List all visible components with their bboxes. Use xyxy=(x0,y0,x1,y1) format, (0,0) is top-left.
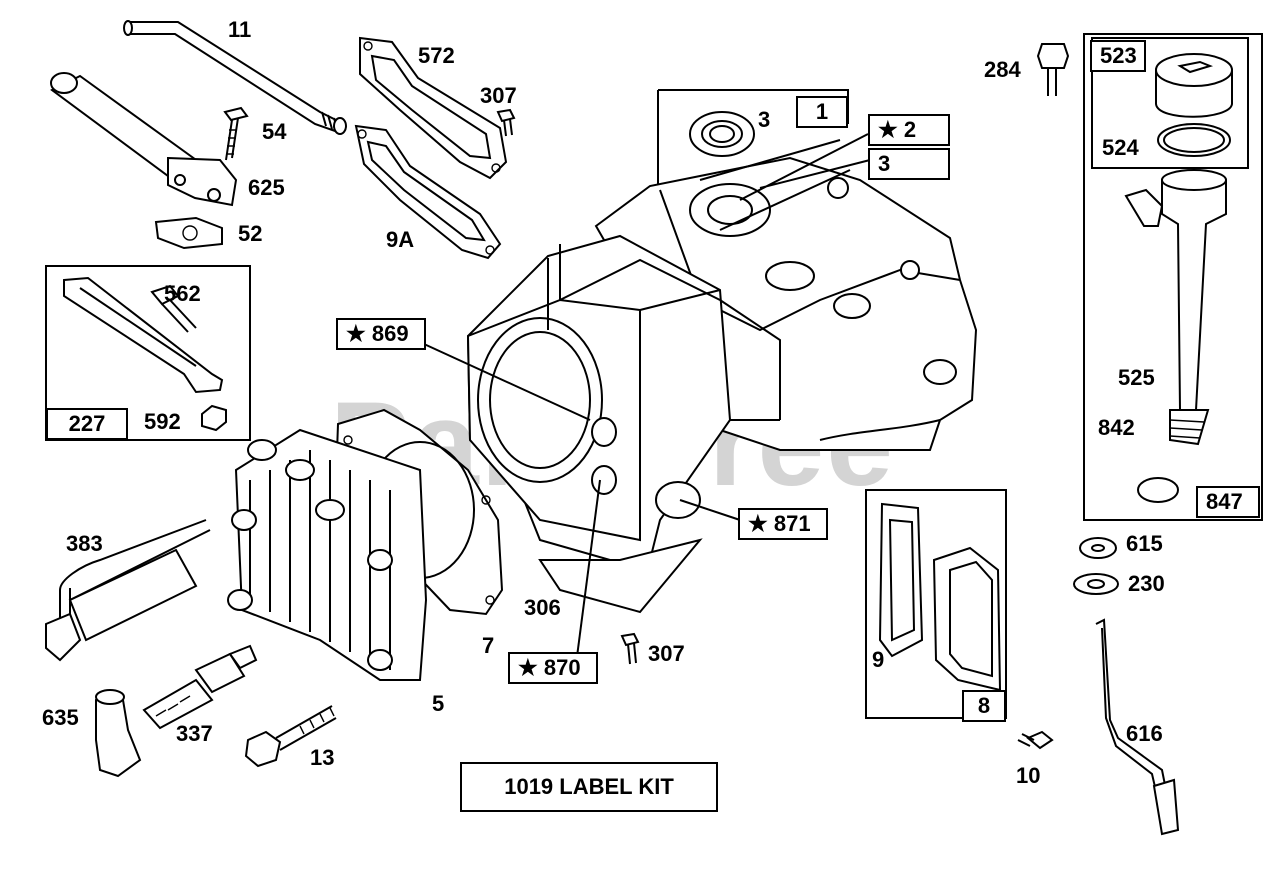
screw-54-part xyxy=(223,106,249,161)
label-635: 635 xyxy=(42,705,79,730)
label-615: 615 xyxy=(1126,531,1163,556)
crankcase-part xyxy=(594,139,978,451)
box-label-1: 1 xyxy=(796,96,848,128)
box-label-3: 3 xyxy=(868,148,950,180)
box-label-2: ★ 2 xyxy=(868,114,950,146)
star-icon: ★ xyxy=(748,511,768,536)
label-7: 7 xyxy=(482,633,495,658)
label-11: 11 xyxy=(228,17,252,42)
governor-lever-227-part xyxy=(63,276,227,432)
cylinder-head-5-part xyxy=(227,428,428,681)
label-524: 524 xyxy=(1102,135,1139,160)
spark-plug-boot-635-part xyxy=(95,689,142,778)
label-306: 306 xyxy=(524,595,561,620)
label-10: 10 xyxy=(1016,763,1041,788)
dipstick-tube-525-part xyxy=(1124,169,1227,503)
breather-9-part xyxy=(878,502,1002,692)
label-54: 54 xyxy=(262,119,287,144)
gasket-52-part xyxy=(154,216,223,250)
label-5: 5 xyxy=(432,691,445,716)
label-562: 562 xyxy=(164,281,201,306)
label-572: 572 xyxy=(418,43,455,68)
box-label-523: 523 xyxy=(1090,40,1146,72)
spark-plug-wrench-383-part xyxy=(45,519,211,662)
leader-870 xyxy=(574,479,601,673)
label-3: 3 xyxy=(758,107,771,132)
label-307-lower: 307 xyxy=(648,641,685,666)
leader-2 xyxy=(739,133,871,201)
label-kit-box: 1019 LABEL KIT xyxy=(460,762,718,812)
box-label-869: ★ 869 xyxy=(336,318,426,350)
leader-869 xyxy=(423,343,591,421)
label-52: 52 xyxy=(238,221,263,246)
box-label-8: 8 xyxy=(962,690,1006,722)
label-9: 9 xyxy=(872,647,885,672)
label-616: 616 xyxy=(1126,721,1163,746)
screw-307-lower-part xyxy=(620,632,640,665)
label-337: 337 xyxy=(176,721,213,746)
breather-tube-part xyxy=(50,72,238,207)
dipstick-616-part xyxy=(1095,618,1180,836)
label-625: 625 xyxy=(248,175,285,200)
label-592: 592 xyxy=(144,409,181,434)
box-8-outline xyxy=(865,489,1007,719)
cylinder-block-part xyxy=(466,234,781,561)
label-525: 525 xyxy=(1118,365,1155,390)
plug-284-part xyxy=(1036,43,1070,96)
box-label-871: ★ 871 xyxy=(738,508,828,540)
gasket-9A-part xyxy=(354,124,502,260)
washer-615-part xyxy=(1079,537,1117,559)
label-9A: 9A xyxy=(386,227,415,252)
box-1-outline xyxy=(657,89,849,196)
label-307-top: 307 xyxy=(480,83,517,108)
label-13: 13 xyxy=(310,745,335,770)
washer-230-part xyxy=(1073,573,1119,595)
label-284: 284 xyxy=(984,57,1021,82)
dipstick-cap-523-part xyxy=(1155,53,1233,157)
star-icon: ★ xyxy=(518,655,538,680)
box-847-outline xyxy=(1083,33,1263,521)
leader-871 xyxy=(679,499,741,521)
star-icon: ★ xyxy=(878,117,898,142)
box-label-227: 227 xyxy=(46,408,128,440)
spark-plug-337-part xyxy=(142,644,258,730)
label-383: 383 xyxy=(66,531,103,556)
box-label-847: 847 xyxy=(1196,486,1260,518)
star-icon: ★ xyxy=(346,321,366,346)
screw-307-top-part xyxy=(496,108,516,137)
oil-seal-3-part xyxy=(689,111,755,157)
box-label-870: ★ 870 xyxy=(508,652,598,684)
plug-10-part xyxy=(1017,730,1054,750)
box-227-outline xyxy=(45,265,251,441)
dipstick-tube-part xyxy=(123,20,347,135)
label-230: 230 xyxy=(1128,571,1165,596)
bolt-13-part xyxy=(244,705,337,768)
box-523-outline xyxy=(1091,37,1249,169)
base-plate-306-part xyxy=(538,538,703,614)
gasket-572-part xyxy=(359,36,508,180)
label-842: 842 xyxy=(1098,415,1135,440)
